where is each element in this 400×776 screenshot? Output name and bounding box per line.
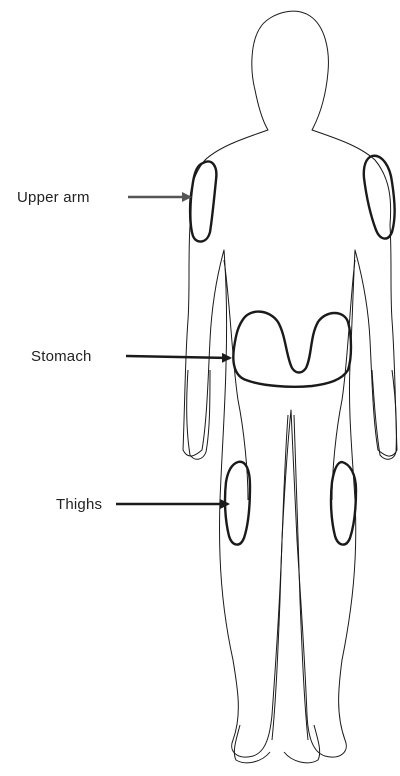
upper-arm-label: Upper arm — [17, 190, 90, 205]
right-hand — [372, 370, 396, 459]
body-outline — [183, 11, 397, 757]
upper-arm-site-left — [190, 162, 216, 242]
stomach-site — [233, 312, 351, 387]
left-foot — [234, 725, 270, 763]
thigh-site-right — [331, 462, 356, 545]
thigh-site-left — [225, 462, 250, 545]
right-foot — [284, 725, 320, 763]
left-hand — [187, 370, 210, 459]
stomach-label: Stomach — [31, 349, 92, 364]
thighs-label: Thighs — [56, 497, 102, 512]
stomach-arrow — [126, 356, 230, 358]
